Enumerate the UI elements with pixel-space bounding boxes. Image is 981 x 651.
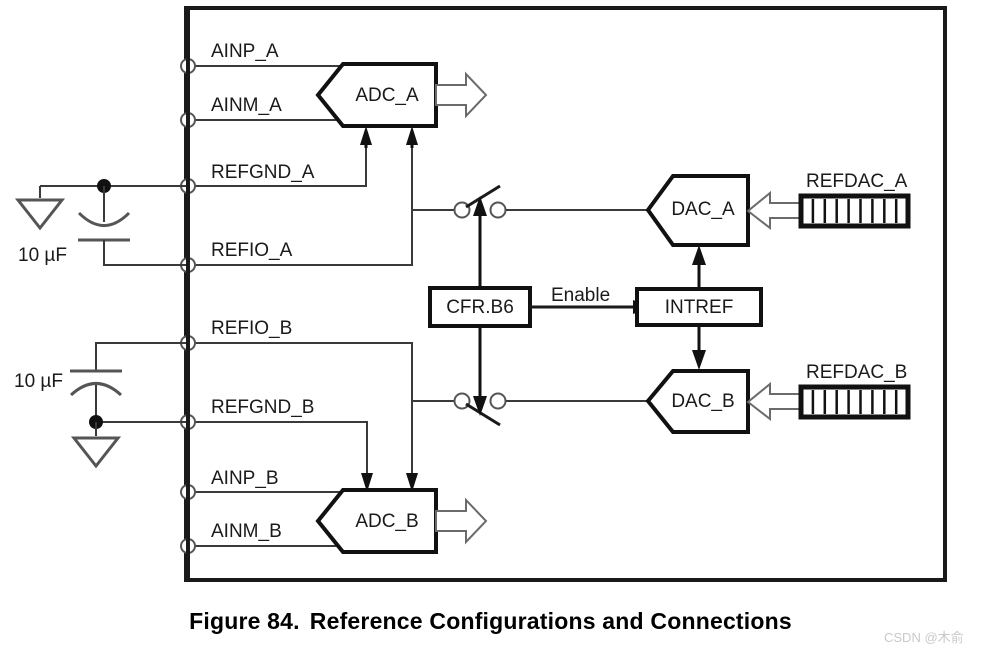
block-label-intref: INTREF [665, 297, 734, 318]
block-label-dac-a: DAC_A [671, 199, 735, 220]
wire-refgnd-a [190, 148, 367, 187]
block-adc-b[interactable] [315, 488, 438, 554]
register-label-refdac-b: REFDAC_B [806, 362, 907, 383]
wire-cap-a-bottom-lead [103, 240, 188, 266]
arrowhead-cfr-to-switch-b [473, 396, 487, 416]
signal-label-enable: Enable [551, 285, 610, 306]
block-label-cfr-b6: CFR.B6 [446, 297, 514, 318]
arrowhead-adc-b-ref1 [361, 473, 373, 492]
ground-symbol-a [14, 198, 66, 231]
register-refdac-a[interactable] [798, 193, 911, 229]
wire-refio-a [190, 148, 413, 266]
figure-number: Figure 84. [189, 608, 300, 634]
cap-a-curved-plate [77, 211, 131, 227]
block-dac-a[interactable] [645, 174, 750, 247]
bus-arrow-refdac-a [746, 190, 801, 231]
pin-label-ainm-b: AINM_B [211, 521, 282, 542]
wire-cap-b-top-lead [95, 342, 188, 371]
block-label-adc-b: ADC_B [355, 511, 418, 532]
switch-a-blade[interactable] [465, 184, 501, 209]
arrowhead-adc-a-ref1 [360, 126, 372, 145]
watermark: CSDN @木俞 [884, 630, 964, 645]
pin-label-ainp-a: AINP_A [211, 41, 279, 62]
ground-symbol-b [70, 436, 122, 469]
switch-b-blade[interactable] [465, 402, 501, 427]
bus-arrow-adc-b-out [435, 497, 488, 545]
pin-label-refio-b: REFIO_B [211, 318, 292, 339]
arrowhead-intref-to-dac-a [692, 245, 706, 265]
switch-a-terminal-right [489, 201, 507, 219]
pin-label-refgnd-a: REFGND_A [211, 162, 315, 183]
register-refdac-b[interactable] [798, 384, 911, 420]
cap-b-curved-plate [69, 382, 123, 397]
arrowhead-adc-b-ref2 [406, 473, 418, 492]
bus-arrow-refdac-b [746, 381, 801, 422]
cap-value-b: 10 µF [14, 371, 63, 392]
cap-value-a: 10 µF [18, 245, 67, 266]
block-adc-a[interactable] [315, 62, 438, 128]
pin-label-refgnd-b: REFGND_B [211, 397, 314, 418]
arrowhead-cfr-to-switch-a [473, 196, 487, 216]
switch-b-terminal-right [489, 392, 507, 410]
block-label-dac-b: DAC_B [671, 391, 734, 412]
pin-label-ainm-a: AINM_A [211, 95, 282, 116]
arrowhead-intref-to-dac-b [692, 350, 706, 370]
wire-refgnd-b [190, 421, 368, 479]
block-dac-b[interactable] [645, 369, 750, 434]
arrowhead-adc-a-ref2 [406, 126, 418, 145]
block-label-adc-a: ADC_A [355, 85, 419, 106]
figure-caption: Figure 84. Reference Configurations and C… [0, 608, 981, 635]
bus-arrow-adc-a-out [435, 71, 488, 119]
register-label-refdac-a: REFDAC_A [806, 171, 908, 192]
pin-label-refio-a: REFIO_A [211, 240, 293, 261]
wire-refio-b [190, 342, 413, 479]
figure-title: Reference Configurations and Connections [309, 608, 792, 634]
pin-label-ainp-b: AINP_B [211, 468, 279, 489]
